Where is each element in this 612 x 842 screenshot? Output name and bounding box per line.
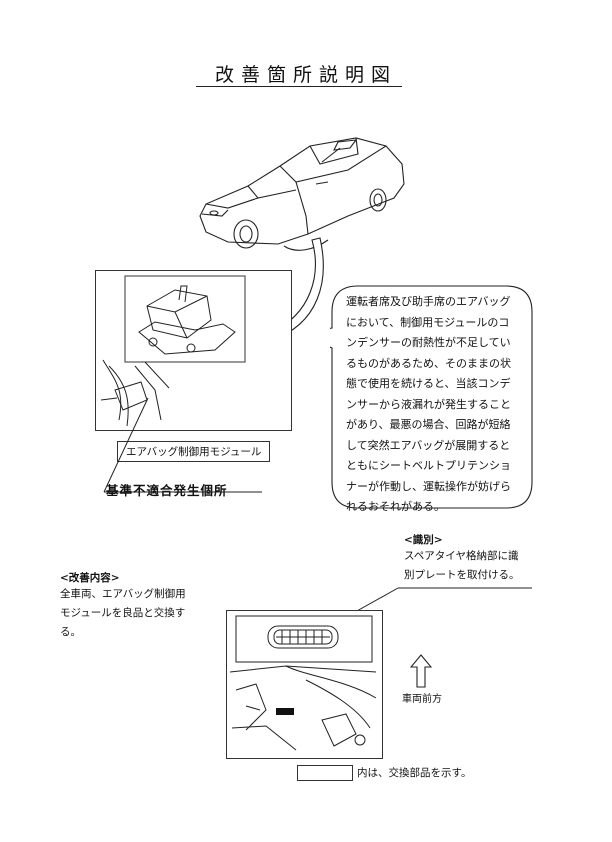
identification-line: 別プレートを取付ける。 xyxy=(404,569,520,581)
improvement-line: る。 xyxy=(60,626,81,638)
improvement-line: 全車両、エアバッグ制御用 xyxy=(60,588,186,600)
up-arrow-icon xyxy=(410,654,432,688)
callout-line: れるおそれがある。 xyxy=(346,500,445,513)
car-illustration xyxy=(199,137,405,251)
callout-line: ナーが作動し、運転操作が妨げら xyxy=(346,479,511,493)
identification-line: スペアタイヤ格納部に識 xyxy=(404,550,519,562)
callout-line: ンサーから液漏れが発生すること xyxy=(346,397,511,411)
vehicle-front-label: 車両前方 xyxy=(402,694,442,705)
identification-section: <識別> スペアタイヤ格納部に識 別プレートを取付ける。 xyxy=(404,532,520,585)
module-inset-illustration xyxy=(95,270,292,431)
callout-line: るものがあるため、そのままの状 xyxy=(346,356,511,370)
identification-heading: <識別> xyxy=(404,534,443,546)
title-underline xyxy=(196,86,402,87)
improvement-line: モジュールを良品と交換す xyxy=(60,607,186,619)
legend-box xyxy=(297,765,353,781)
callout-text: 運転者席及び助手席のエアバッグ において、制御用モジュールのコ ンデンサーの耐熱… xyxy=(346,292,530,518)
improvement-section: <改善内容> 全車両、エアバッグ制御用 モジュールを良品と交換す る。 xyxy=(60,570,186,642)
identification-plate xyxy=(276,708,294,715)
spare-tire-illustration xyxy=(226,610,383,759)
defect-location-label: 基準不適合発生個所 xyxy=(106,483,228,498)
callout-bubble xyxy=(330,285,533,509)
callout-line: ンデンサーの耐熱性が不足してい xyxy=(346,336,511,349)
callout-line: があり、最悪の場合、回路が短絡 xyxy=(346,418,511,431)
improvement-heading: <改善内容> xyxy=(60,572,120,584)
callout-line: 運転者席及び助手席のエアバッグ xyxy=(346,295,511,308)
callout-line: 態で使用を続けると、当該コンデ xyxy=(346,377,511,390)
callout-line: ともにシートベルトプリテンショ xyxy=(346,459,511,472)
callout-line: において、制御用モジュールのコ xyxy=(346,315,510,329)
legend-text: 内は、交換部品を示す。 xyxy=(357,767,472,779)
callout-line: して突然エアバッグが展開すると xyxy=(346,438,511,452)
page-title: 改善箇所説明図 xyxy=(214,64,397,86)
module-label: エアバッグ制御用モジュール xyxy=(117,441,271,462)
